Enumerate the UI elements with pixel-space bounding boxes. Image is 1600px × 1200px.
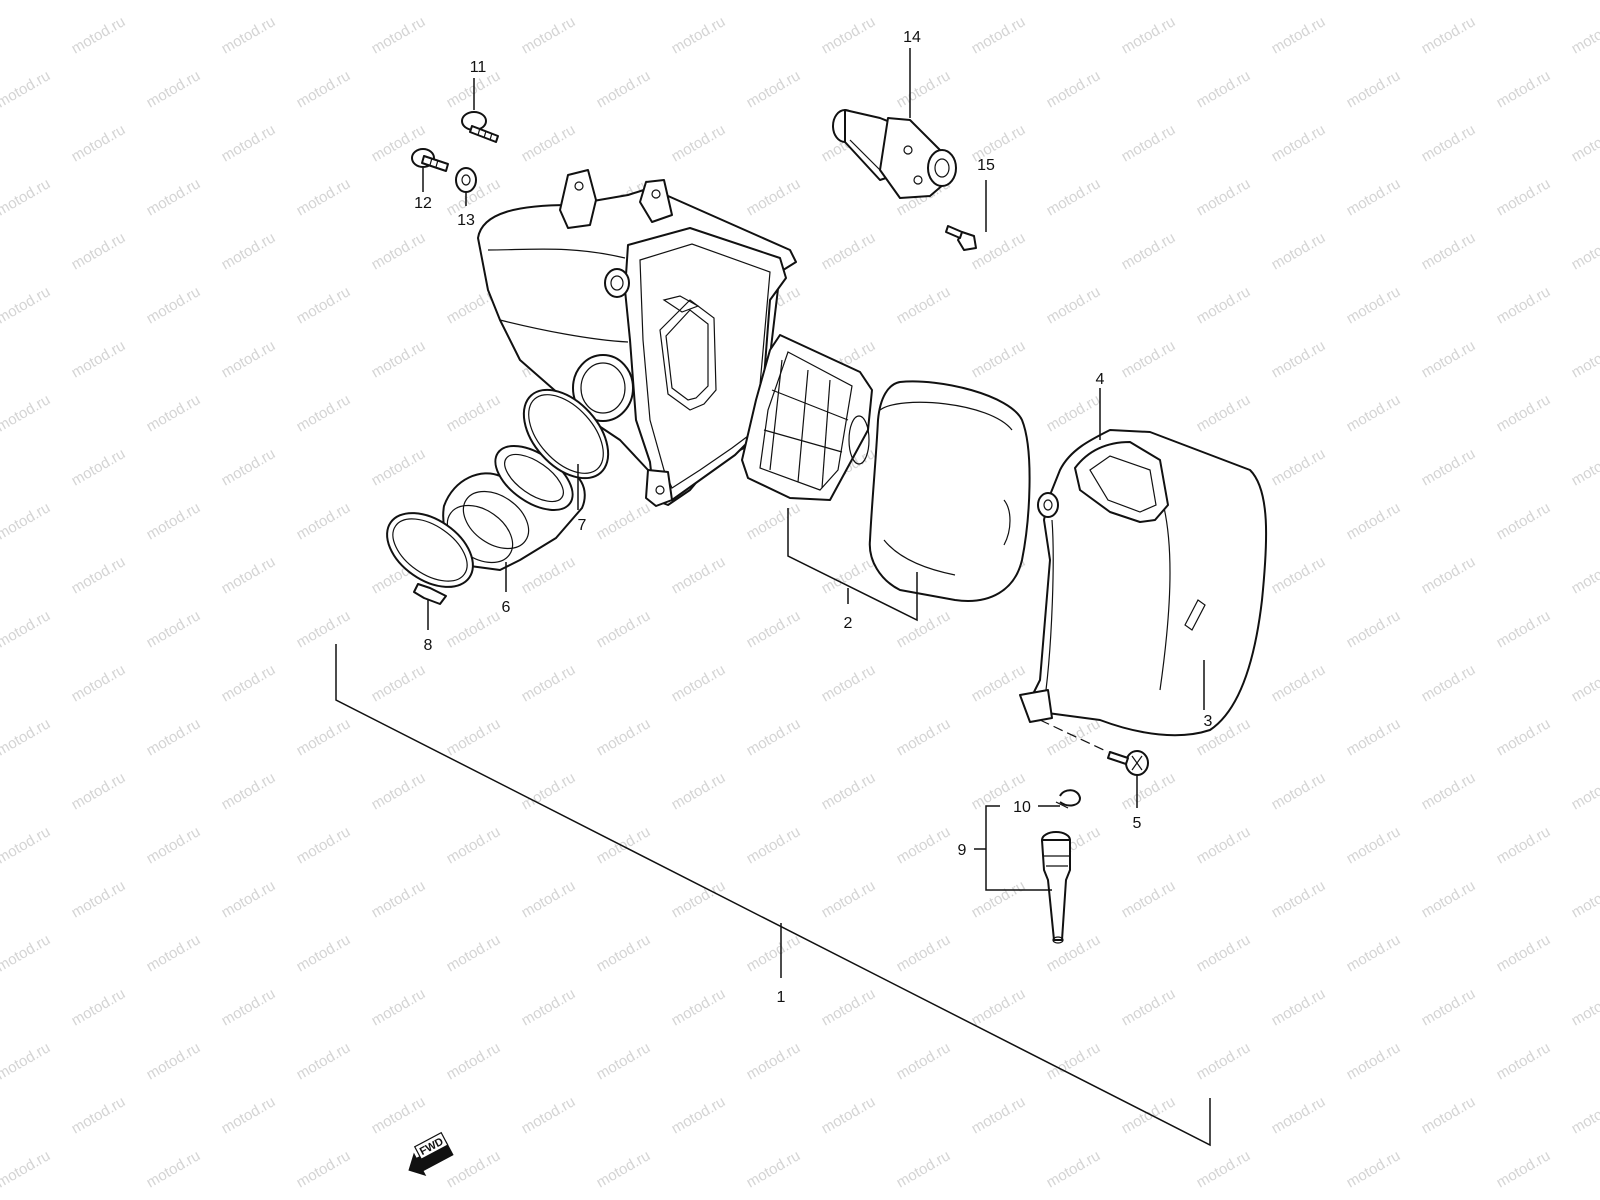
screw-5	[1107, 750, 1149, 776]
filter-element	[868, 380, 1031, 602]
part-2-bracket	[787, 508, 918, 622]
callout-labels: 1 2 3 4 5 6 7 8 9 10 11 12 13 14 15	[414, 29, 1212, 1006]
sensor-valve	[832, 109, 957, 199]
air-cleaner-case	[477, 169, 797, 507]
fwd-arrow-icon: FWD	[408, 1131, 454, 1176]
callout-8: 8	[424, 637, 433, 654]
callout-7: 7	[578, 517, 587, 534]
callout-12: 12	[414, 195, 432, 212]
outlet-tube	[442, 445, 586, 571]
callout-10: 10	[1013, 799, 1031, 816]
assembly-bracket	[335, 644, 1211, 1147]
callout-5: 5	[1133, 815, 1142, 832]
callout-4: 4	[1096, 371, 1105, 388]
leader-lines	[422, 48, 1205, 808]
washer-13	[455, 167, 477, 193]
callout-13: 13	[457, 212, 475, 229]
bolt-15	[945, 225, 977, 251]
clip-10	[1055, 789, 1081, 809]
callout-2: 2	[844, 615, 853, 632]
callout-3: 3	[1204, 713, 1213, 730]
screw-12	[411, 148, 449, 172]
callout-11: 11	[470, 59, 487, 76]
callout-6: 6	[502, 599, 511, 616]
screw-11	[461, 111, 499, 143]
callout-1: 1	[777, 989, 786, 1006]
filter-cage	[741, 334, 873, 501]
part-9-bracket	[974, 805, 1052, 891]
drain-tube	[1041, 831, 1071, 944]
outer-cover	[1019, 429, 1268, 737]
callout-15: 15	[977, 157, 995, 174]
callout-9: 9	[958, 842, 967, 859]
callout-14: 14	[903, 29, 921, 46]
screw-5-guide	[1039, 719, 1109, 753]
o-ring	[522, 388, 610, 480]
hose-clamp	[386, 512, 474, 605]
